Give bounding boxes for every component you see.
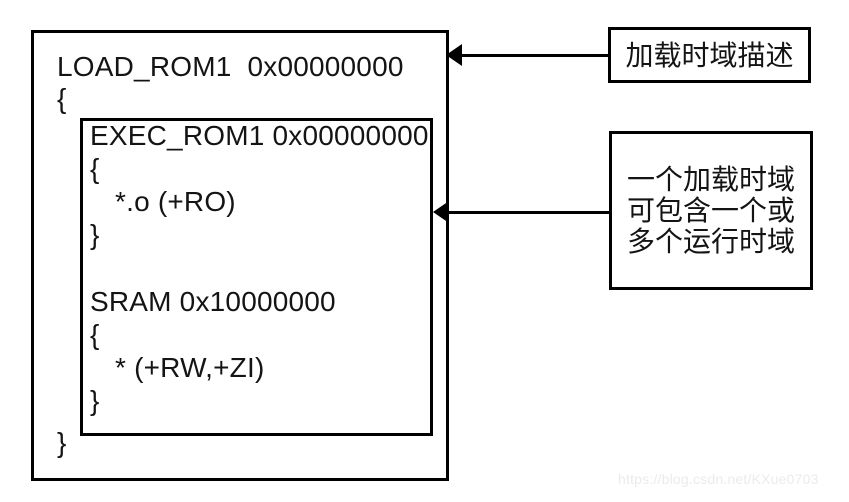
sram-region-content: * (+RW,+ZI) <box>115 352 265 383</box>
load-region-title: LOAD_ROM1 0x00000000 <box>57 51 404 82</box>
exec-regions-box <box>80 118 433 436</box>
sram-region-title: SRAM 0x10000000 <box>90 286 336 317</box>
exec-region-open-brace: { <box>90 153 100 184</box>
watermark-text: https://blog.csdn.net/KXue0703 <box>618 471 819 487</box>
load-region-open-brace: { <box>57 83 67 114</box>
arrowhead-left-icon <box>446 44 462 66</box>
load-region-callout-label: 加载时域描述 <box>625 39 794 71</box>
exec-region-title: EXEC_ROM1 0x00000000 <box>90 120 429 151</box>
exec-region-callout-line-2: 可包含一个或 <box>626 195 795 226</box>
exec-region-callout-box: 一个加载时域 可包含一个或 多个运行时域 <box>609 131 813 290</box>
arrow-load-line <box>458 54 609 57</box>
exec-region-callout-line-3: 多个运行时域 <box>626 226 795 257</box>
load-region-close-brace: } <box>57 427 67 458</box>
load-region-callout-box: 加载时域描述 <box>608 27 811 83</box>
arrow-exec-line <box>445 211 609 214</box>
sram-region-open-brace: { <box>90 319 100 350</box>
exec-region-content: *.o (+RO) <box>115 186 236 217</box>
exec-region-close-brace: } <box>90 219 100 250</box>
load-region-box <box>31 30 449 481</box>
exec-region-callout-line-1: 一个加载时域 <box>626 164 795 195</box>
sram-region-close-brace: } <box>90 385 100 416</box>
arrowhead-left-icon <box>433 201 449 223</box>
